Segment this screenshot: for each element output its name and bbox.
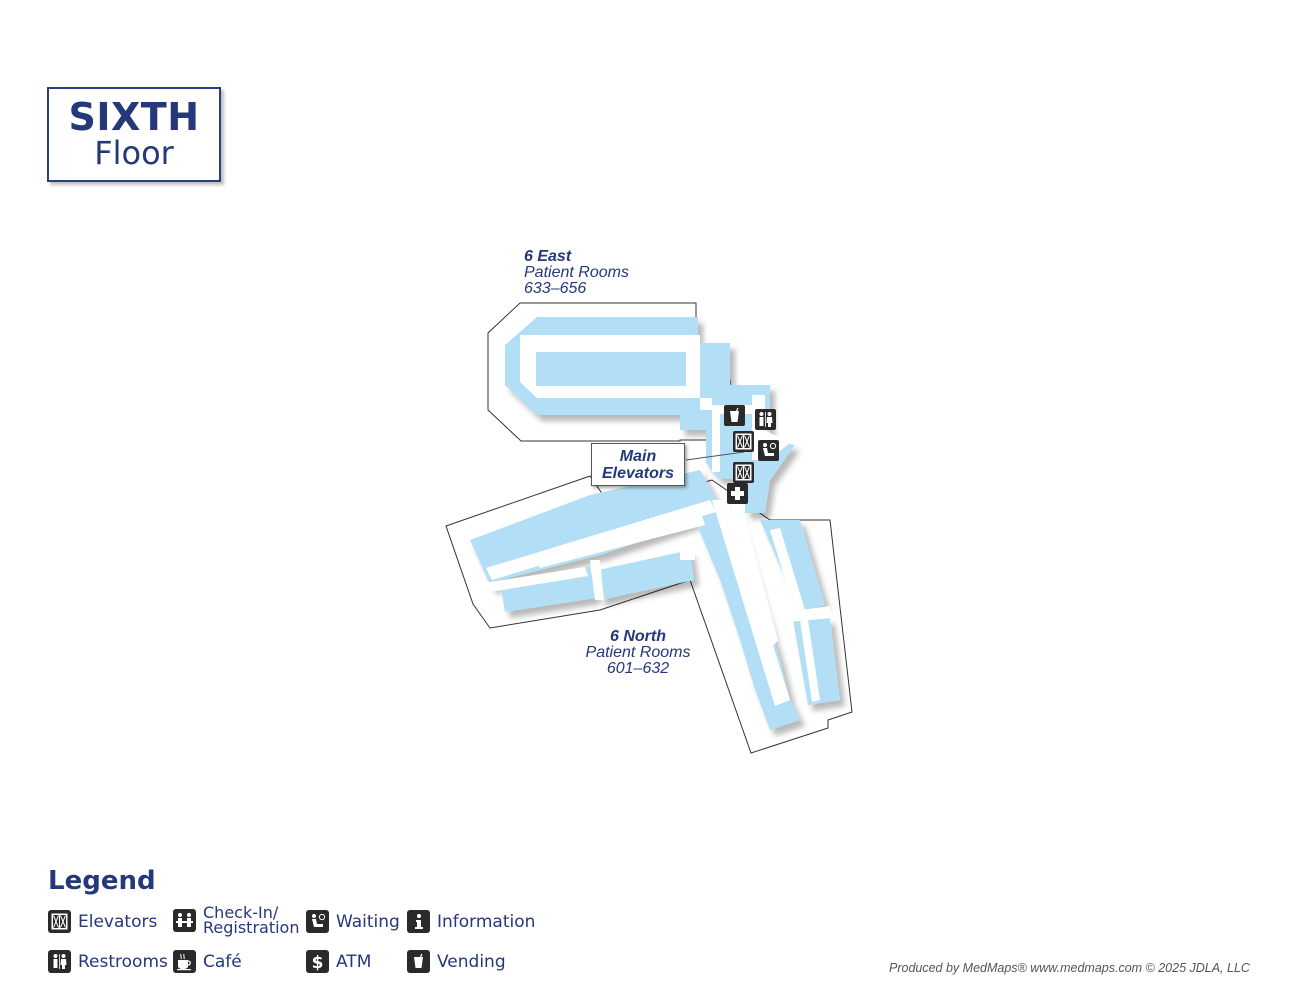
callout-line2: Elevators <box>601 465 675 482</box>
east-wing-name: 6 East <box>524 248 572 265</box>
elevator-icon <box>48 910 71 933</box>
legend-cafe: Café <box>173 950 242 973</box>
north-wing-range: 601–632 <box>607 660 669 677</box>
information-icon <box>407 910 430 933</box>
east-wing-desc: Patient Rooms <box>524 264 629 281</box>
legend-atm: $ ATM <box>306 950 371 973</box>
elevator-icon[interactable] <box>733 462 754 483</box>
east-wing-corridor <box>520 335 790 472</box>
elevator-icon[interactable] <box>733 431 754 452</box>
atm-icon: $ <box>306 950 329 973</box>
legend-label: Elevators <box>78 911 158 932</box>
legend-label-line1: Check-In/ <box>203 903 279 922</box>
floor-title: SIXTH <box>68 95 200 139</box>
legend-label: Waiting <box>336 911 400 932</box>
vending-icon <box>407 950 430 973</box>
legend-label: Information <box>437 911 536 932</box>
legend-label: Café <box>203 951 242 972</box>
north-wing-desc: Patient Rooms <box>586 644 691 661</box>
waiting-icon[interactable] <box>758 440 779 461</box>
legend-vending: Vending <box>407 950 506 973</box>
legend-information: Information <box>407 910 535 933</box>
check-in-icon <box>173 908 196 932</box>
north-wing-corridor <box>484 500 832 706</box>
cafe-icon <box>173 950 196 973</box>
floor-title-box: SIXTH Floor <box>47 87 221 182</box>
first-aid-icon[interactable] <box>727 483 748 504</box>
callout-line1: Main <box>619 448 657 465</box>
credit-text: Produced by MedMaps® www.medmaps.com © 2… <box>889 961 1250 975</box>
legend-label: Vending <box>437 951 506 972</box>
restroom-icon <box>48 950 71 973</box>
legend-elevators: Elevators <box>48 910 157 933</box>
east-wing-range: 633–656 <box>524 280 586 297</box>
legend-label: Restrooms <box>78 951 168 972</box>
floor-subtitle: Floor <box>94 134 174 172</box>
legend-waiting: Waiting <box>306 910 400 933</box>
north-wing-name: 6 North <box>610 628 666 645</box>
legend-label-line2: Registration <box>203 918 300 937</box>
svg-text:$: $ <box>312 953 324 972</box>
legend-label: Check-In/ Registration <box>203 903 300 937</box>
main-elevators-callout: Main Elevators <box>591 443 685 486</box>
restroom-icon[interactable] <box>755 409 776 430</box>
callout-pointer <box>685 451 745 461</box>
vending-icon[interactable] <box>724 405 745 426</box>
legend-restrooms: Restrooms <box>48 950 168 973</box>
legend-title: Legend <box>48 866 156 896</box>
legend-label: ATM <box>336 951 372 972</box>
waiting-icon <box>306 910 329 933</box>
legend-checkin: Check-In/ Registration <box>173 903 300 937</box>
